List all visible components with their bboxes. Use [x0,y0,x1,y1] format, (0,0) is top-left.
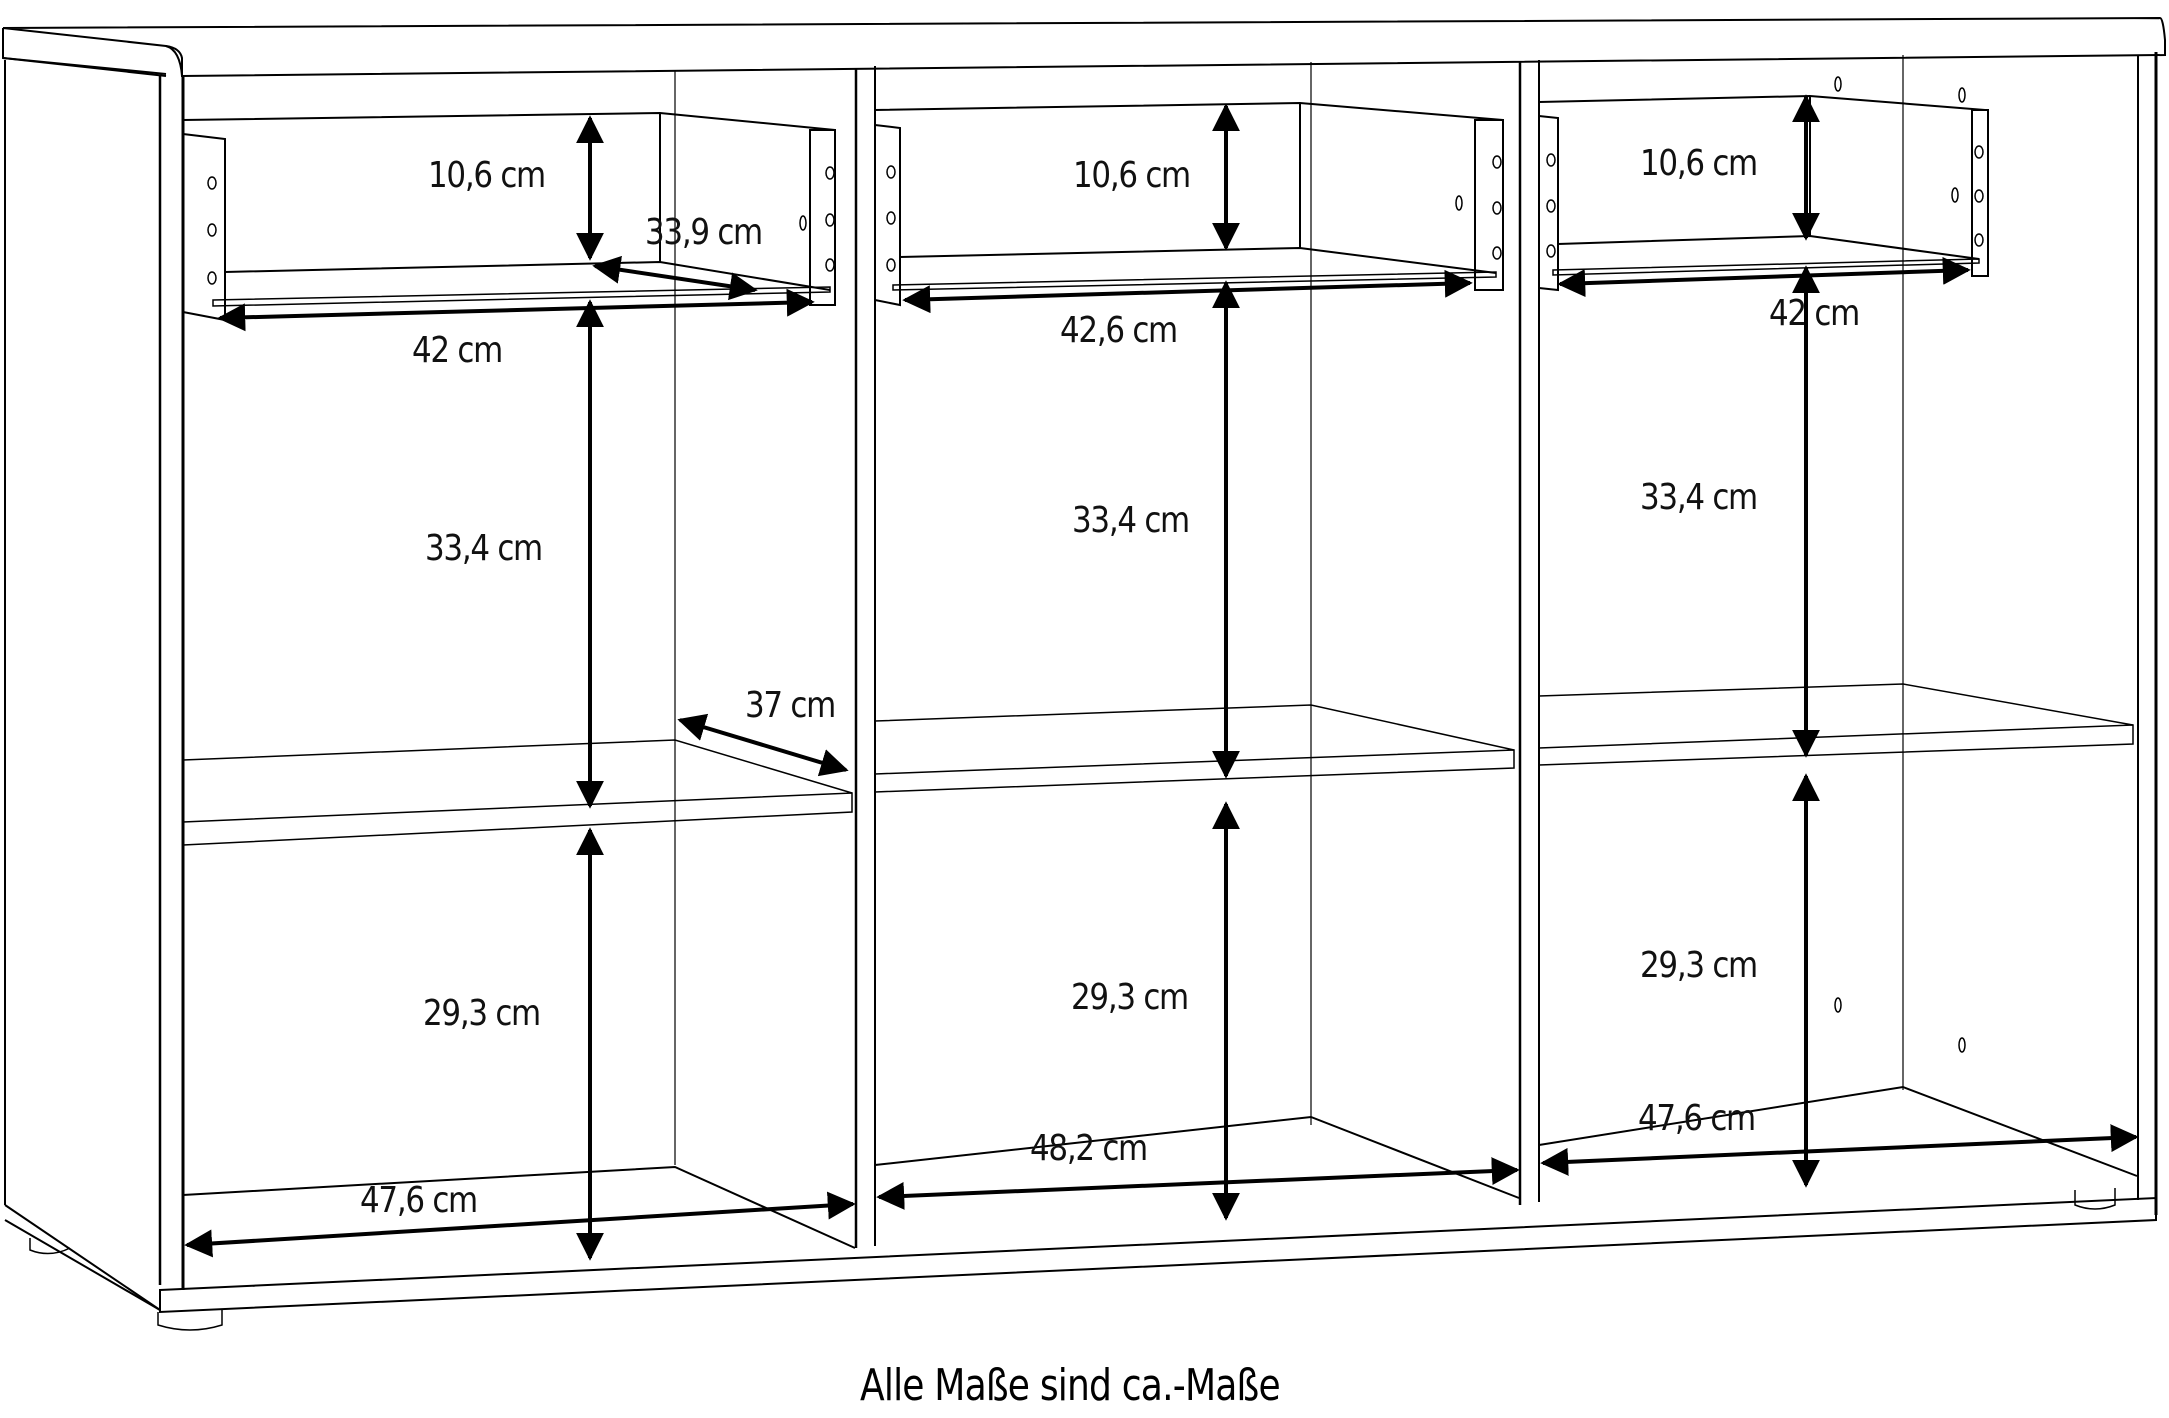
drawer-right [1538,94,1989,292]
middle-upper-space-label: 33,4 cm [1072,500,1190,541]
drawer-middle [874,101,1504,307]
middle-drawer-height-label: 10,6 cm [1073,155,1191,196]
divider-left-middle [854,66,876,1248]
left-bottom-width-label: 47,6 cm [360,1180,478,1221]
shelf-left [182,739,853,846]
left-shelf-depth-label: 37 cm [745,685,836,726]
left-drawer-width-label: 42 cm [412,330,503,371]
left-side-panel [4,60,185,1311]
right-upper-space-label: 33,4 cm [1640,477,1758,518]
feet [29,1188,2116,1331]
right-bottom-width-label: 47,6 cm [1638,1098,1756,1139]
right-side-panel [2137,52,2158,1215]
caption: Alle Maße sind ca.-Maße [860,1360,1281,1411]
left-drawer-depth-label: 33,9 cm [645,212,763,253]
top-slab [2,16,2166,78]
left-drawer-height-label: 10,6 cm [428,155,546,196]
divider-middle-right [1518,60,1540,1205]
middle-bottom-width-label: 48,2 cm [1030,1128,1148,1169]
right-lower-space-label: 29,3 cm [1640,945,1758,986]
right-drawer-width-label: 42 cm [1769,293,1860,334]
shelf-middle [874,704,1515,793]
dimension-arrows [184,94,2139,1261]
left-lower-space-label: 29,3 cm [423,993,541,1034]
shelf-right [1538,683,2134,766]
left-upper-space-label: 33,4 cm [425,528,543,569]
middle-drawer-width-label: 42,6 cm [1060,310,1178,351]
right-drawer-height-label: 10,6 cm [1640,143,1758,184]
screw-holes [207,76,1984,1053]
middle-lower-space-label: 29,3 cm [1071,977,1189,1018]
